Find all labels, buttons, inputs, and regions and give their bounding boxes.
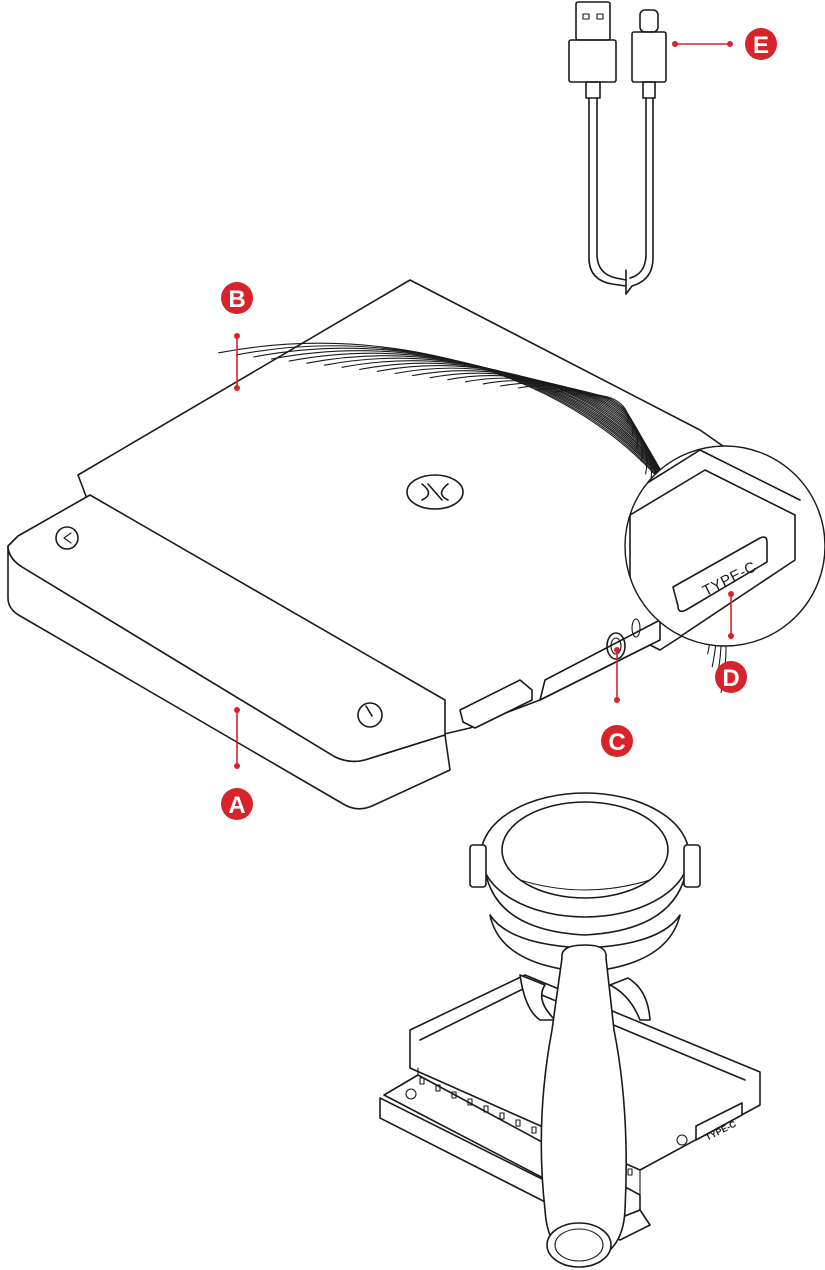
usb-a-strain-relief — [586, 82, 600, 98]
cable-wire-right-inner — [630, 98, 646, 278]
usb-a-pin-2 — [597, 14, 603, 19]
callout-label-d: D — [722, 665, 739, 692]
callout-label-a: A — [228, 792, 245, 819]
small-scale-tooth — [532, 1127, 536, 1133]
small-scale-tooth — [500, 1113, 504, 1119]
cable-wire-left-inner — [597, 98, 626, 280]
callout-label-e: E — [753, 32, 769, 59]
usb-c-plug-head — [640, 10, 658, 32]
small-scale-tooth — [628, 1169, 632, 1175]
usb-cable — [569, 2, 666, 294]
usb-a-housing — [569, 40, 616, 82]
portafilter-on-scale: TYPE-C — [380, 793, 760, 1267]
callout-label-b: B — [228, 286, 245, 313]
usb-c-strain-relief — [643, 82, 655, 98]
cable-wire-right-outer — [626, 98, 653, 294]
portafilter-ear-right — [684, 845, 700, 887]
callout-label-c: C — [608, 729, 625, 756]
logo-icon — [407, 475, 463, 509]
small-scale-tooth — [516, 1120, 520, 1126]
usb-a-plug-head — [576, 2, 610, 40]
cable-wire-left-outer — [589, 98, 626, 286]
usb-a-pin-1 — [583, 14, 589, 19]
usb-c-housing — [632, 32, 666, 82]
portafilter-ear-left — [470, 845, 486, 887]
